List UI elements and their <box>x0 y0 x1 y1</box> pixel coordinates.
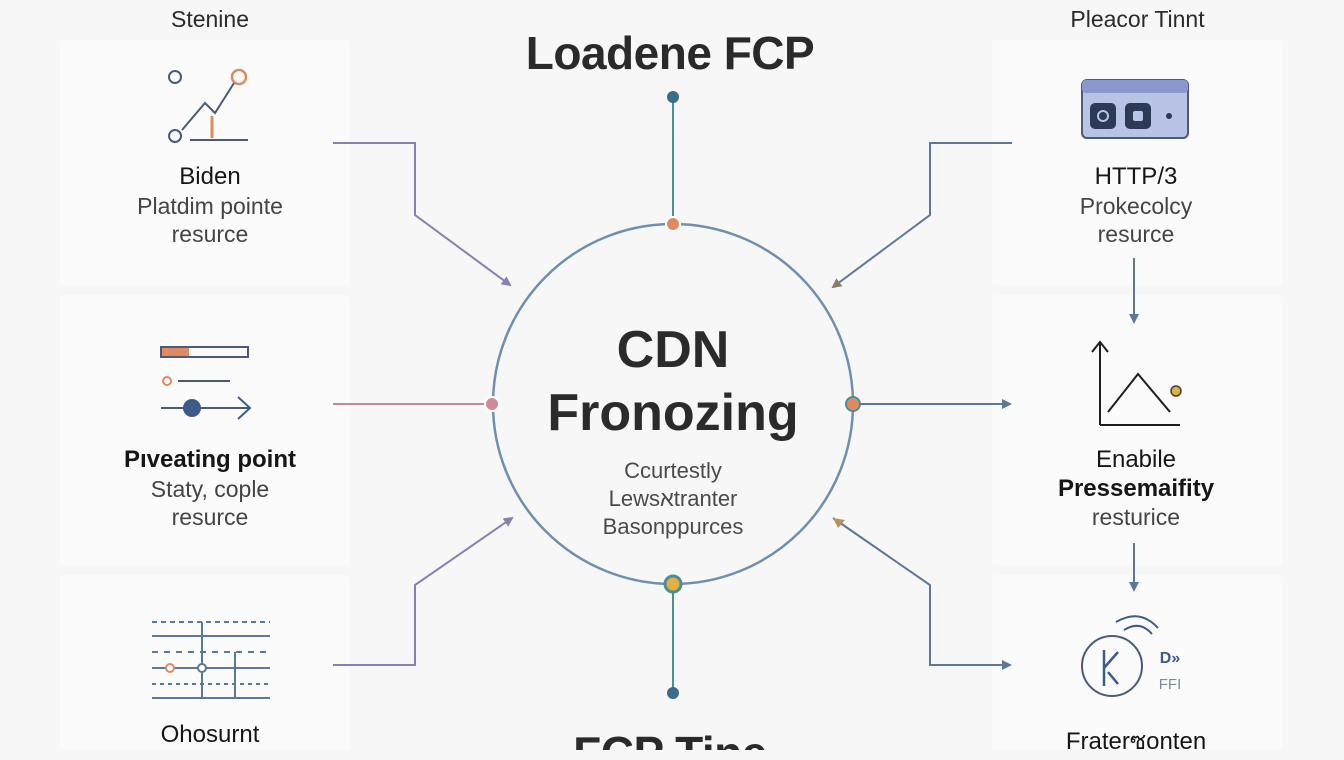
left-node-1-title: Biden <box>179 163 241 190</box>
chart-line-icon <box>168 68 248 143</box>
center-sub-line3: Basonppurces <box>602 514 744 539</box>
left-node-2-title: Pıveating point <box>123 446 296 473</box>
left-node-2-line3: resurce <box>171 504 249 530</box>
left-node-3-title: Ohosurnt <box>160 721 260 748</box>
right-node-3-icon-text1: D» <box>1159 650 1181 667</box>
center-title-line1: CDN <box>616 321 730 379</box>
page-title: Loadene FCP <box>525 27 815 79</box>
connector-left-bottom <box>333 516 514 666</box>
center-sub-line1: Ccurtestly <box>624 458 722 483</box>
circle-bottom-node <box>663 574 683 594</box>
left-bottom-panel <box>60 575 350 750</box>
progress-list-icon <box>160 346 252 420</box>
left-node-2-line2: Staty, cople <box>150 476 270 502</box>
area-chart-icon <box>1091 340 1182 426</box>
left-node-1-line2: Platdim pointe <box>137 193 283 219</box>
timer-wifi-icon <box>1081 615 1159 697</box>
connector-bottom-dot <box>667 687 679 699</box>
connector-top-dot <box>667 91 679 103</box>
right-node-2-line2: Pressemaifity <box>1057 475 1215 502</box>
circle-top-node <box>665 216 681 232</box>
right-node-1-title: HTTP/3 <box>1094 163 1178 190</box>
bottom-title: FCP Tine <box>470 726 870 750</box>
center-title-line2: Fronozing <box>547 384 799 442</box>
corner-label-right: Pleacor Tinnt <box>1070 6 1205 32</box>
right-node-2-line3: resturice <box>1091 504 1181 530</box>
circle-right-node <box>845 396 861 412</box>
right-node-1-line2: Prokecolcy <box>1079 193 1193 219</box>
connector-right-top <box>831 142 1012 289</box>
left-top-panel <box>60 40 350 285</box>
right-node-3-icon-text2: FFI <box>1158 676 1182 693</box>
connector-left-top <box>333 142 512 287</box>
circle-left-node <box>484 396 500 412</box>
right-mid-panel <box>992 295 1282 565</box>
browser-window-icon <box>1081 79 1189 139</box>
right-node-2-title: Enabile <box>1095 446 1177 473</box>
left-node-1-line3: resurce <box>171 221 249 247</box>
connector-right-bottom-head <box>833 518 845 528</box>
center-sub-line2: Lewsאtranter <box>608 486 738 511</box>
right-node-3-title: Fraterซonten <box>1065 728 1207 755</box>
right-node-1-line3: resurce <box>1097 221 1175 247</box>
connector-right-bottom <box>832 517 1012 670</box>
grid-layout-icon <box>152 621 270 699</box>
right-bottom-panel <box>992 575 1282 750</box>
left-mid-panel <box>60 295 350 565</box>
corner-label-left: Stenine <box>170 6 249 32</box>
